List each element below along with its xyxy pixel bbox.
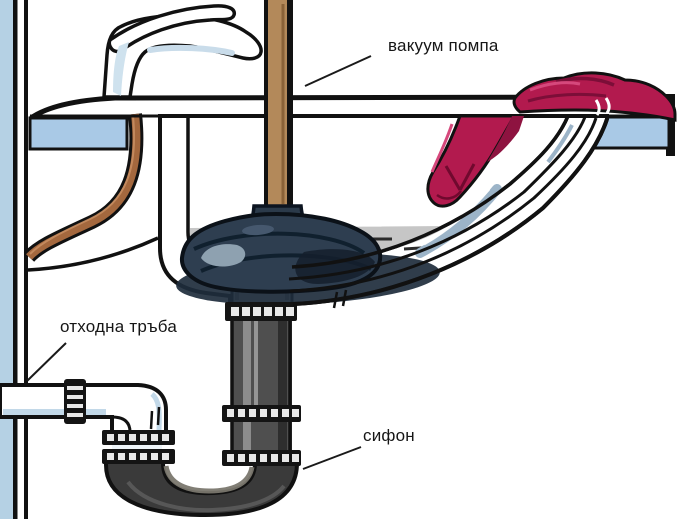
cloth-rim-sheen: [529, 81, 581, 92]
bowl-arc-mid-1: [289, 117, 598, 293]
counter-apron-left: [28, 116, 129, 151]
leader-siphon: [302, 446, 362, 470]
cloth-on-rim: [512, 71, 677, 122]
waste-pipe: [0, 379, 175, 464]
pipe-shade-2: [278, 422, 287, 452]
pipe-edges: [230, 321, 292, 407]
cloth-fold-lines: [444, 163, 476, 191]
wall-tile-strip: [0, 0, 13, 519]
plunger-handle: [264, 0, 293, 210]
bowl-arc-mid-2: [288, 116, 587, 281]
supply-pipe-highlight: [29, 115, 136, 255]
label-vacuum-pump: вакуум помпа: [388, 36, 499, 55]
pipe-shade: [278, 321, 287, 407]
leader-waste-pipe: [26, 342, 67, 382]
pipe-highlight-2: [254, 321, 258, 407]
counter-surface: [28, 95, 674, 117]
faucet-icon: [102, 4, 263, 99]
slip-nut-bottom-threads: [227, 454, 299, 462]
joint-gap: [112, 444, 162, 450]
bowl-arc-inner: [291, 115, 570, 269]
label-waste-pipe: отходна тръба: [60, 317, 177, 336]
cup-ridge-1: [193, 231, 366, 255]
elbow-ticks: [149, 406, 161, 430]
elbow-collar-lower-threads: [107, 453, 169, 460]
cloth-rim-highlights: [594, 97, 611, 116]
label-siphon: сифон: [363, 426, 415, 445]
drain-tailpiece: [222, 289, 348, 452]
plunger-icon: [179, 204, 383, 294]
cloth-fold-curve: [436, 190, 462, 200]
faucet-shading: [113, 42, 129, 96]
pipe-coupling: [64, 379, 86, 424]
pipe-edges-2: [230, 422, 292, 452]
leader-lines: [26, 55, 372, 470]
trap-inner-band: [163, 465, 255, 494]
rim-reflection: [546, 124, 574, 164]
wall-edge-line: [13, 0, 18, 519]
elbow-collar-upper: [102, 430, 175, 445]
secondary-pipe-line: [27, 236, 159, 272]
supply-pipe-copper: [26, 113, 141, 260]
elbow-shading: [150, 392, 162, 431]
slip-nut-middle-threads: [227, 409, 299, 417]
cup-sheen: [242, 224, 274, 236]
cup-highlight: [201, 244, 246, 267]
faucet-spout-shading: [147, 44, 235, 56]
cloth-rim-fold-1: [555, 76, 615, 87]
trap-sheen: [126, 480, 286, 513]
pipe-coupling-threads: [67, 386, 83, 417]
cloth-highlight: [430, 123, 454, 173]
leader-vacuum-pump: [304, 55, 372, 87]
cloth-rim-fold-2: [527, 92, 607, 103]
wall-inner-line: [24, 0, 28, 519]
bowl-arc-outer: [292, 118, 609, 306]
slip-nut-top-threads: [231, 307, 294, 316]
elbow-inner-corner: [111, 415, 132, 433]
supply-pipe: [23, 113, 159, 272]
bowl-cutaway-arcs: [288, 115, 609, 306]
elbow-collar-lower: [102, 449, 175, 464]
cloth-tongue-fold: [487, 116, 524, 162]
pipe-highlight: [243, 321, 251, 407]
siphon-trap: [104, 453, 299, 518]
pipe-highlight-3: [243, 422, 251, 452]
cloth-tongue: [426, 114, 524, 208]
elbow-collar-upper-threads: [107, 434, 169, 441]
